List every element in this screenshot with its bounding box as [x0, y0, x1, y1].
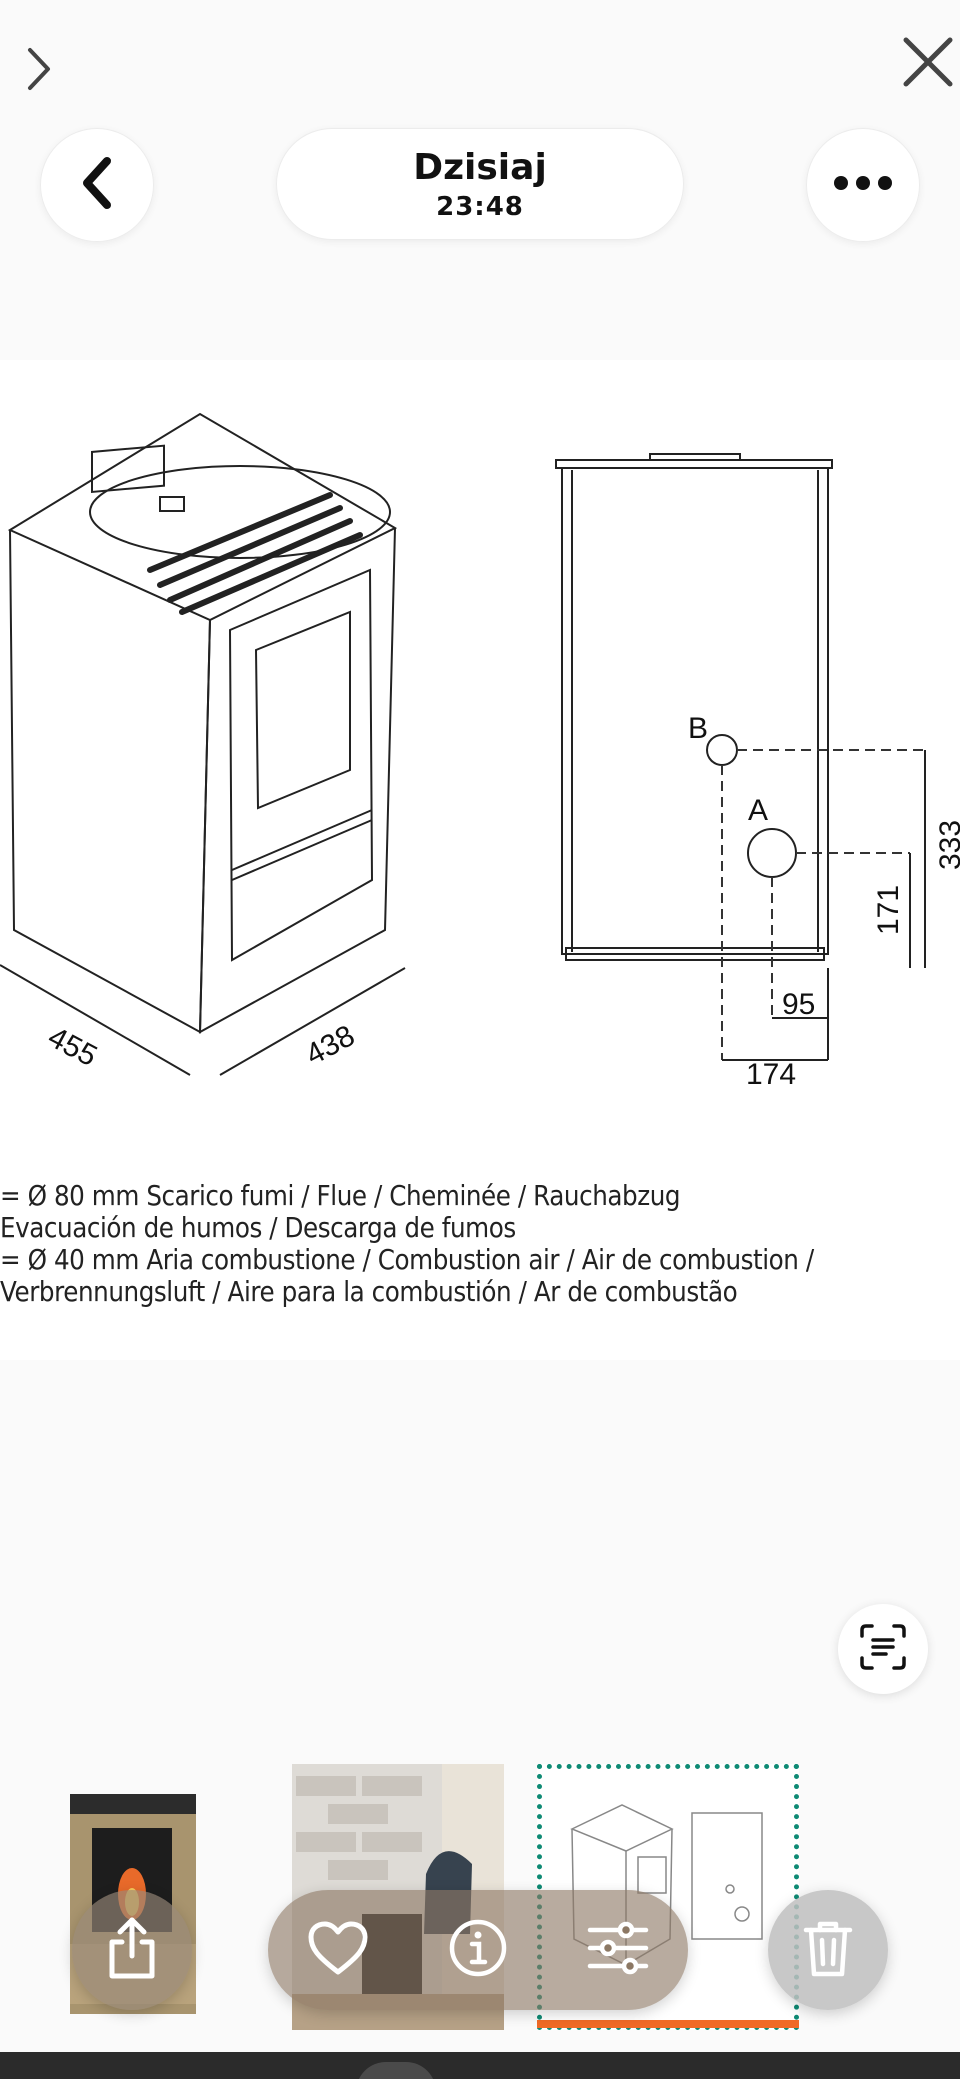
dimension-333: 333: [934, 820, 960, 870]
heart-icon: [307, 1920, 369, 1981]
share-icon: [104, 1916, 160, 1985]
close-icon[interactable]: [900, 34, 956, 90]
dimension-171: 171: [872, 885, 905, 935]
legend-line: Verbrennungsluft / Aire para la combusti…: [0, 1275, 738, 1308]
dimension-174: 174: [746, 1058, 796, 1091]
share-button[interactable]: [72, 1890, 192, 2010]
delete-button[interactable]: [768, 1890, 888, 2010]
page-title: Dzisiaj: [413, 147, 547, 188]
adjust-button[interactable]: [578, 1910, 658, 1990]
stove-isometric-drawing: [7, 412, 398, 1034]
info-icon: [448, 1918, 508, 1983]
trash-icon: [802, 1918, 854, 1983]
time-label: 23:48: [436, 192, 524, 222]
text-scan-icon: [858, 1622, 908, 1677]
more-horizontal-icon: [833, 175, 893, 196]
selection-indicator: [537, 2020, 799, 2028]
dimension-95: 95: [782, 988, 815, 1021]
legend-line: Evacuación de humos / Descarga de fumos: [0, 1211, 516, 1244]
chevron-right-icon[interactable]: [22, 44, 62, 94]
back-button[interactable]: [40, 128, 154, 242]
bottom-system-bar: [0, 2052, 960, 2079]
dimension-455: 455: [43, 1021, 103, 1074]
legend-line: = Ø 80 mm Scarico fumi / Flue / Cheminée…: [0, 1179, 681, 1212]
favorite-button[interactable]: [298, 1910, 378, 1990]
live-text-button[interactable]: [838, 1604, 928, 1694]
dimension-438: 438: [300, 1019, 360, 1072]
stove-side-elevation: [555, 453, 833, 961]
technical-drawing-image: 455 438: [0, 360, 960, 1360]
point-a-label: A: [748, 794, 768, 827]
legend-line: = Ø 40 mm Aria combustione / Combustion …: [0, 1243, 814, 1276]
point-b-label: B: [688, 712, 708, 745]
home-indicator[interactable]: [356, 2062, 436, 2079]
chevron-left-icon: [77, 155, 117, 216]
date-title-pill: Dzisiaj 23:48: [276, 128, 684, 240]
photo-actions-toolbar: [268, 1890, 688, 2010]
drawing-legend: = Ø 80 mm Scarico fumi / Flue / Cheminée…: [0, 1179, 814, 1308]
more-button[interactable]: [806, 128, 920, 242]
info-button[interactable]: [438, 1910, 518, 1990]
sliders-icon: [586, 1918, 650, 1983]
